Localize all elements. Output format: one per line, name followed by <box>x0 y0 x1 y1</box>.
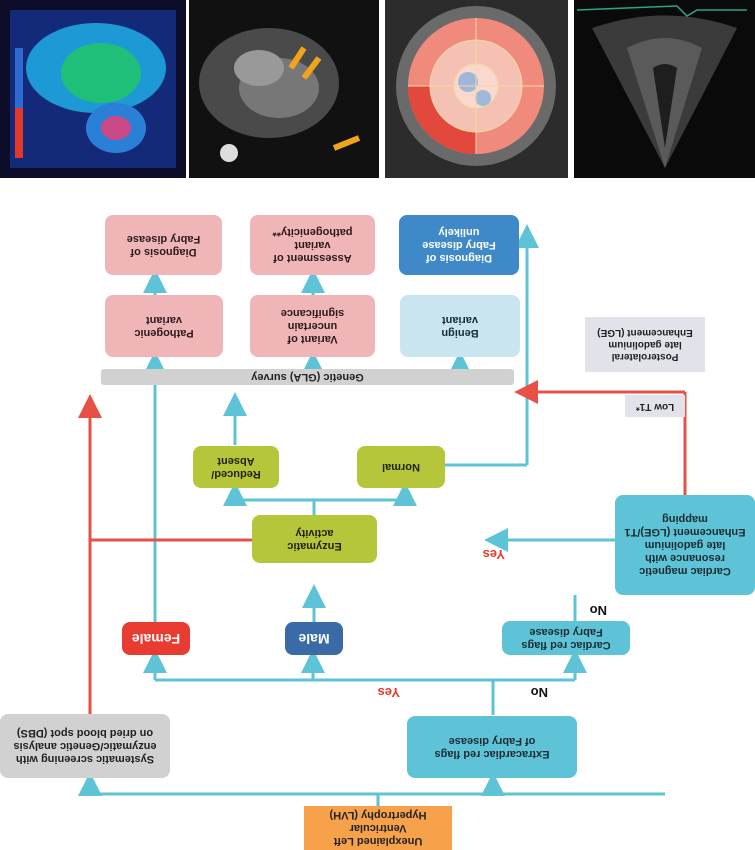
cmr-box: Cardiac magnetic resonance with late gad… <box>615 495 755 595</box>
edge-label-no-cardiac: No <box>589 603 607 618</box>
echocardiogram-panel <box>574 0 755 178</box>
dx-unlikely-box: Diagnosis of Fabry disease unlikely <box>399 215 519 275</box>
female-box: Female <box>122 622 190 655</box>
extracardiac-box: Extracardiac red flags of Fabry disease <box>407 716 577 778</box>
edge-label-no-extracardiac: No <box>530 685 548 700</box>
screening-box: Systematic screening with enzymatic/Gene… <box>0 714 170 778</box>
bullseye-panel <box>385 0 568 178</box>
benign-box: Benign variant <box>400 295 520 357</box>
lvh-box: Unexplained Left Ventricular Hypertrophy… <box>304 806 452 850</box>
echocardiogram-icon <box>576 5 747 168</box>
dx-fabry-box: Diagnosis of Fabry disease <box>105 215 222 275</box>
genetic-survey-box: Genetic (GLA) survey <box>101 369 514 385</box>
assessment-box: Assessment of variant pathogenicity** <box>250 215 375 275</box>
edge-label-yes-extracardiac: Yes <box>377 685 400 700</box>
t1-mapping-panel <box>0 0 186 178</box>
vus-box: Variant of uncertain significance <box>250 295 375 357</box>
normal-box: Normal <box>357 446 445 488</box>
pathogenic-box: Pathogenic variant <box>105 295 223 357</box>
male-box: Male <box>285 622 343 655</box>
reduced-box: Reduced/ Absent <box>193 446 279 488</box>
cardiac-mri-lge-icon <box>199 28 361 162</box>
t1-mapping-icon <box>10 10 176 168</box>
enzymatic-box: Enzymatic activity <box>252 515 377 563</box>
lge-note: Posterolateral late gadolinium Enhanceme… <box>585 317 705 372</box>
bullseye-strain-map-icon <box>396 6 556 166</box>
t1-note: Low T1* <box>625 395 685 417</box>
cardiac-flags-box: Cardiac red flags Fabry disease <box>502 621 630 655</box>
edge-label-yes-cardiac: Yes <box>482 547 505 562</box>
cardiac-mri-panel <box>189 0 379 178</box>
